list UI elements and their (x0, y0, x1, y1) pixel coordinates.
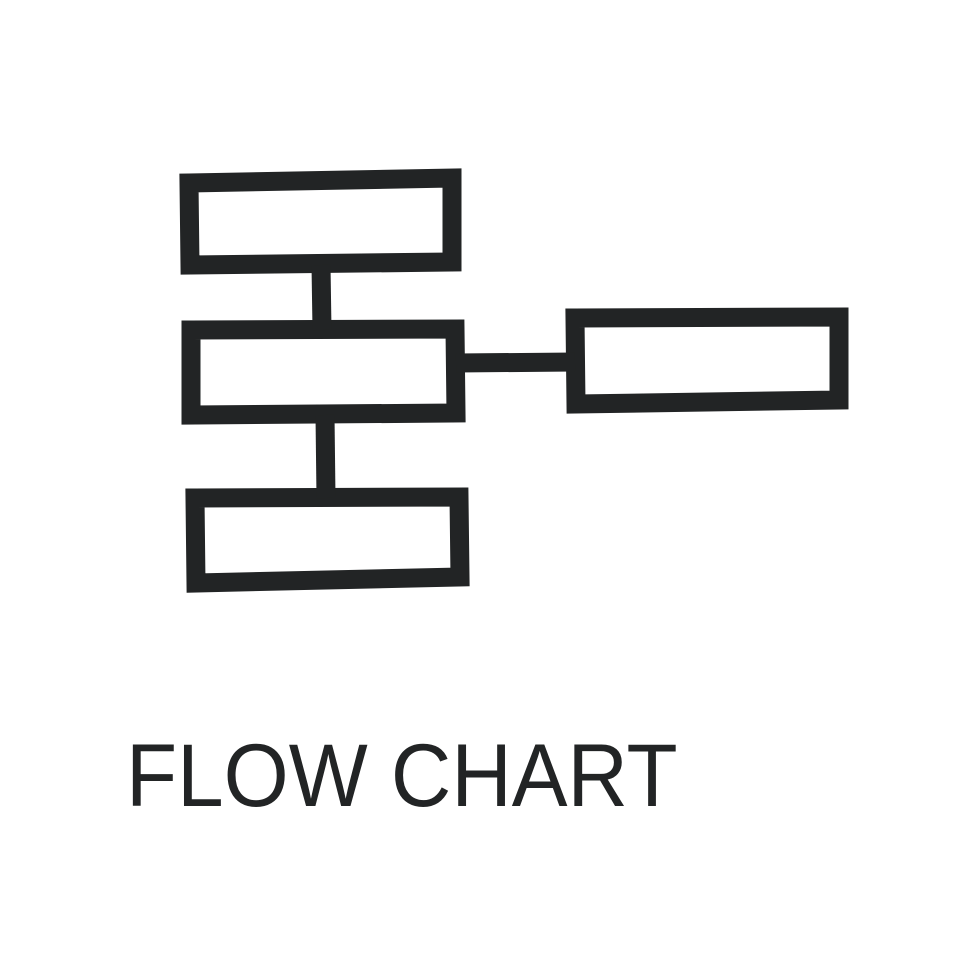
flow-chart-box-bottom (185, 487, 470, 593)
flow-chart-box-right (565, 307, 849, 414)
flow-chart-connector-top (311, 264, 332, 331)
flow-chart-connector-bottom (315, 414, 336, 499)
flow-chart-connector-right (455, 352, 576, 373)
caption-title: FLOW CHART (126, 725, 678, 825)
flow-chart-box-middle (181, 319, 466, 425)
flow-chart-box-top (179, 168, 462, 275)
